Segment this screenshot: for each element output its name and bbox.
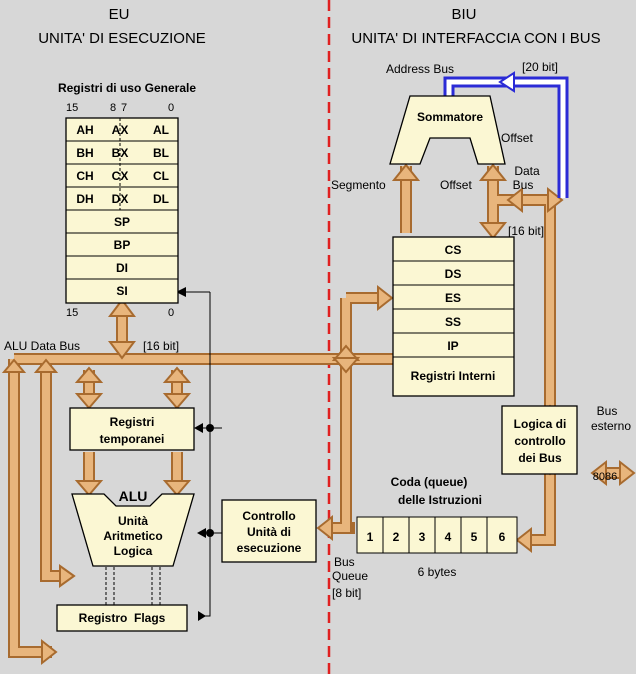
adder-shape [389, 95, 506, 165]
queue-cell-3: 3 [419, 530, 426, 544]
queue-cell-4: 4 [445, 530, 452, 544]
adder-label: Sommatore [417, 110, 483, 124]
register-ax: AX [112, 123, 129, 137]
alu-data-bus-width: [16 bit] [143, 339, 179, 353]
bit-label-7: 7 [121, 102, 127, 114]
temp-registers-box [69, 407, 195, 451]
control-unit-box [221, 499, 317, 563]
data-bus-line2: Bus [513, 178, 534, 192]
external-bus-line2: esterno [591, 419, 631, 433]
register-cs: CS [445, 243, 462, 257]
register-bp: BP [114, 238, 131, 252]
biu-heading: BIU [451, 6, 476, 23]
register-al: AL [153, 123, 169, 137]
adder-offset-out-label: Offset [501, 131, 533, 145]
control-unit-line3: esecuzione [237, 541, 302, 555]
flags-register-label: Registro Flags [79, 611, 166, 625]
register-si: SI [116, 284, 127, 298]
general-registers-block [65, 117, 179, 304]
register-ss: SS [445, 315, 461, 329]
queue-bus-line3: [8 bit] [332, 586, 361, 600]
internal-registers-label: Registri Interni [411, 369, 496, 383]
queue-cell-1: 1 [367, 530, 374, 544]
bus-logic-line2: controllo [514, 434, 565, 448]
address-bus-line [443, 71, 569, 198]
queue-cells [356, 516, 518, 554]
queue-bus-line2: Queue [332, 569, 368, 583]
bus-logic-box [501, 405, 578, 475]
queue-cell-5: 5 [471, 530, 478, 544]
alu-title: ALU [119, 488, 148, 504]
alu-data-bus-label: ALU Data Bus [4, 339, 80, 353]
register-ax-row: AH AX AL [76, 123, 169, 137]
register-cx-row: CH CX CL [76, 169, 169, 183]
control-lines [105, 287, 222, 621]
register-dh: DH [76, 192, 93, 206]
register-bx: BX [112, 146, 129, 160]
bit-label-15-bottom: 15 [66, 307, 78, 319]
bit-label-8: 8 [110, 102, 116, 114]
temp-registers-line1: Registri [110, 415, 155, 429]
register-ip: IP [447, 339, 458, 353]
general-registers-title: Registri di uso Generale [58, 81, 196, 95]
bit-label-0-top: 0 [168, 102, 174, 114]
register-di: DI [116, 261, 128, 275]
temp-registers-line2: temporanei [100, 432, 165, 446]
flags-register-box [56, 604, 188, 632]
segment-label: Segmento [331, 178, 386, 192]
register-dx-row: DH DX DL [76, 192, 169, 206]
queue-cell-6: 6 [499, 530, 506, 544]
register-bx-row: BH BX BL [76, 146, 169, 160]
alu-line3: Logica [114, 544, 153, 558]
bus-logic-line3: dei Bus [518, 451, 562, 465]
queue-cell-2: 2 [393, 530, 400, 544]
alu-line2: Aritmetico [103, 529, 162, 543]
offset-in-label: Offset [440, 178, 472, 192]
alu-line1: Unità [118, 514, 148, 528]
register-bh: BH [76, 146, 93, 160]
control-unit-line1: Controllo [242, 509, 295, 523]
eu-heading: EU [109, 6, 130, 23]
register-es: ES [445, 291, 461, 305]
register-ah: AH [76, 123, 93, 137]
data-bus-line1: Data [514, 164, 540, 178]
control-unit-line2: Unità di [247, 525, 291, 539]
queue-size: 6 bytes [418, 565, 457, 579]
register-cx: CX [112, 169, 129, 183]
register-bl: BL [153, 146, 169, 160]
address-bus-label: Address Bus [386, 62, 454, 76]
queue-title-line2: delle Istruzioni [398, 493, 482, 507]
external-bus-line1: Bus [597, 404, 618, 418]
register-sp: SP [114, 215, 130, 229]
biu-subheading: UNITA' DI INTERFACCIA CON I BUS [351, 30, 600, 47]
data-bus-width: [16 bit] [508, 224, 544, 238]
bit-label-15-top: 15 [66, 102, 78, 114]
bus-logic-line1: Logica di [514, 417, 567, 431]
address-bus-width: [20 bit] [522, 60, 558, 74]
register-cl: CL [153, 169, 169, 183]
alu-shape [71, 493, 195, 567]
register-dx: DX [112, 192, 129, 206]
chip-label-8086: 8086 [593, 471, 617, 483]
register-ds: DS [445, 267, 462, 281]
bit-label-0-bottom: 0 [168, 307, 174, 319]
queue-title-line1: Coda (queue) [391, 475, 468, 489]
eu-subheading: UNITA' DI ESECUZIONE [38, 30, 206, 47]
register-ch: CH [76, 169, 93, 183]
internal-registers-block [392, 236, 515, 397]
queue-bus-line1: Bus [334, 555, 355, 569]
register-dl: DL [153, 192, 169, 206]
